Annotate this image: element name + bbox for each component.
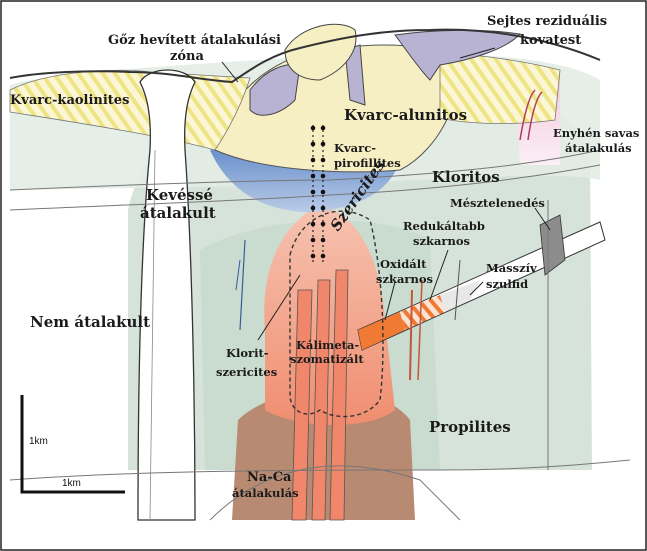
label-steam-2: zóna xyxy=(170,49,205,64)
scale-vertical-label: 1km xyxy=(29,436,48,447)
dike-3 xyxy=(329,269,349,521)
reduced-skarn xyxy=(440,280,480,312)
contact-line-2 xyxy=(9,164,601,211)
leader-sulfide xyxy=(469,281,484,296)
contact-line-1 xyxy=(9,149,601,191)
sericitic-boundary xyxy=(289,210,384,418)
oxidized-skarn-solid xyxy=(358,312,405,350)
drill-dot xyxy=(320,221,326,227)
vein-blue-1 xyxy=(239,239,246,331)
pink-vein-2 xyxy=(527,91,543,141)
drill-dot xyxy=(310,157,316,163)
drill-dot xyxy=(320,141,326,147)
scale-bar xyxy=(20,395,125,494)
label-oxidized-2: szkarnos xyxy=(376,272,433,286)
drill-dot xyxy=(310,221,316,227)
skarn-vein-1 xyxy=(409,289,413,381)
label-chlorite-sericite-1: Klorit- xyxy=(226,346,269,360)
contact-line-4 xyxy=(209,465,461,521)
dike-2 xyxy=(311,279,331,521)
pipe-line xyxy=(149,149,156,521)
drill-dot xyxy=(320,253,326,259)
leader-silica xyxy=(459,47,496,59)
label-weakly-altered-2: átalakult xyxy=(140,204,216,222)
label-chloritic: Kloritos xyxy=(432,168,500,186)
label-potassic-2: szomatizált xyxy=(290,352,364,366)
label-potassic-1: Kálimeta- xyxy=(296,338,359,352)
drill-dot xyxy=(310,141,316,147)
label-chlorite-sericite-2: szericites xyxy=(216,365,277,379)
contact-line-3 xyxy=(9,459,631,481)
leader-chlorite-sericite xyxy=(257,274,301,341)
skarn-vein-2 xyxy=(417,279,423,381)
drill-dot xyxy=(310,189,316,195)
label-weak-acid-1: Enyhén savas xyxy=(553,126,639,140)
label-pyrophyllite-1: Kvarc- xyxy=(334,141,376,155)
drill-dot xyxy=(310,205,316,211)
leader-oxidized xyxy=(384,281,396,321)
leader-decalc xyxy=(534,207,551,231)
scale-horizontal-label: 1km xyxy=(62,478,81,489)
pink-vein-1 xyxy=(519,89,536,141)
skarn-vein-3 xyxy=(454,259,461,321)
drill-dot xyxy=(310,173,316,179)
label-sulfide-2: szulfid xyxy=(486,277,528,291)
surface-line xyxy=(9,28,601,84)
label-weak-acid-2: átalakulás xyxy=(565,141,632,155)
label-propylitic: Propilites xyxy=(429,418,511,436)
drill-dot xyxy=(320,157,326,163)
drill-dot xyxy=(320,125,326,131)
label-sulfide-1: Masszív xyxy=(486,261,537,275)
label-steam-1: Gőz hevített átalakulási xyxy=(108,33,281,48)
label-weakly-altered-1: Kevéssé xyxy=(146,186,213,204)
dike-1 xyxy=(291,289,313,521)
label-naca-1: Na-Ca xyxy=(247,470,292,485)
leader-reduced xyxy=(429,249,449,301)
label-naca-2: átalakulás xyxy=(232,486,299,500)
top-dome xyxy=(284,23,357,81)
drill-dot xyxy=(310,237,316,243)
label-alunite: Kvarc-alunitos xyxy=(344,106,467,124)
label-unaltered: Nem átalakult xyxy=(30,313,150,331)
label-reduced-1: Redukáltabb xyxy=(403,219,485,233)
leader-steam xyxy=(221,61,239,83)
drill-dot xyxy=(320,237,326,243)
drill-dot xyxy=(320,189,326,195)
weakly-altered-pipe xyxy=(137,69,196,521)
label-decalcification: Mésztelenedés xyxy=(450,196,545,210)
massive-sulfide xyxy=(539,214,566,276)
drill-dot xyxy=(310,125,316,131)
label-silica-2: kovatest xyxy=(520,33,581,48)
label-reduced-2: szkarnos xyxy=(413,234,470,248)
drill-dot xyxy=(320,173,326,179)
drill-dot xyxy=(310,253,316,259)
label-silica-1: Sejtes reziduális xyxy=(487,14,607,29)
residual-silica-left xyxy=(249,63,301,116)
drill-dot xyxy=(320,205,326,211)
label-kaolinite: Kvarc-kaolinites xyxy=(10,93,129,108)
vein-blue-2 xyxy=(235,259,241,291)
label-pyrophyllite-2: pirofillites xyxy=(334,156,401,170)
label-oxidized-1: Oxidált xyxy=(380,257,427,271)
